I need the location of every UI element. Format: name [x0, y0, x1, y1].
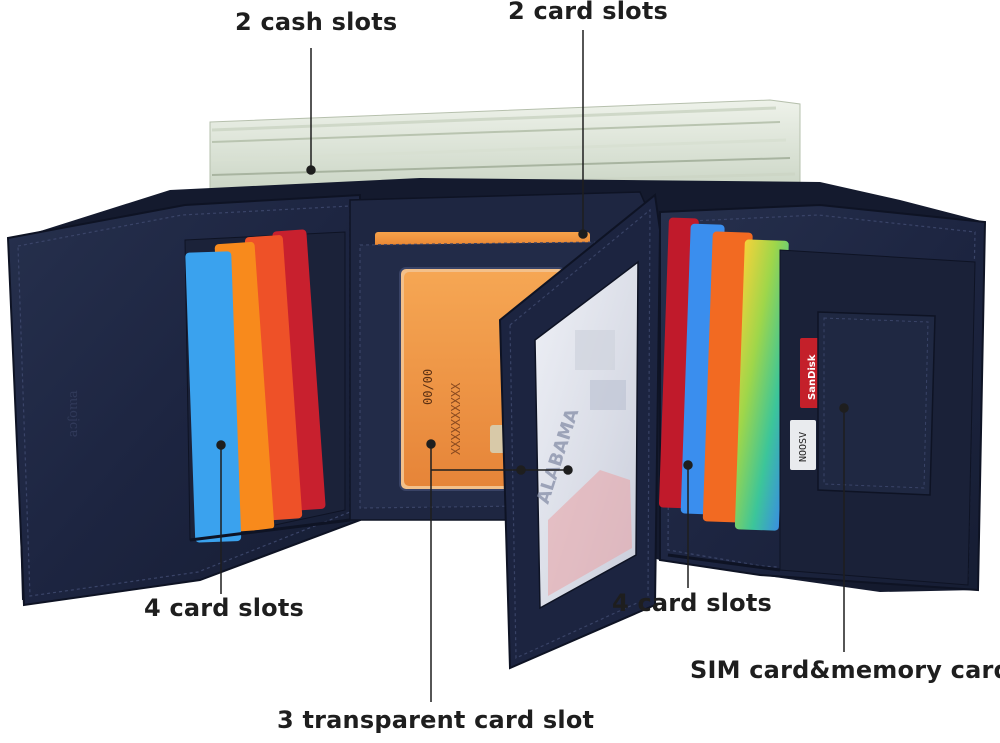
sd-card-brand: SanDisk: [807, 354, 818, 400]
card-number-mask: XXXXXXXXXX: [449, 382, 463, 455]
leader-cash-dot: [306, 165, 316, 175]
callout-card-slots-right: 4 card slots: [612, 589, 773, 617]
leader-left4-dot: [216, 440, 226, 450]
sd-card: [800, 338, 822, 408]
leader-trans-dot-a: [426, 439, 436, 449]
leader-card2-dot: [578, 229, 588, 239]
leader-right4-dot: [683, 460, 693, 470]
brand-emboss: ɐɯojcɐ: [66, 390, 81, 437]
card-expiry: 00/00: [421, 369, 435, 405]
right-cards: [658, 217, 789, 531]
sim-holder-flap: [817, 311, 936, 496]
callout-card-slots-top: 2 card slots: [508, 0, 669, 25]
callout-transparent-card-slot: 3 transparent card slot: [277, 706, 595, 734]
leader-trans-dot-b: [516, 465, 526, 475]
leader-sim-dot: [839, 403, 849, 413]
card-rainbow: [734, 239, 789, 531]
callout-leaders: [216, 30, 849, 702]
leader-trans-dot-c: [563, 465, 573, 475]
sim-card-text: NOOSV: [798, 432, 809, 462]
card-blue: [185, 251, 242, 543]
callout-cash-slots: 2 cash slots: [235, 8, 398, 36]
left-cards: [185, 229, 326, 543]
callout-card-slots-left: 4 card slots: [144, 594, 305, 622]
card-red-orange: [244, 235, 303, 521]
callout-sim-memory-card: SIM card&memory card: [690, 656, 1000, 684]
sim-card: [790, 420, 816, 470]
